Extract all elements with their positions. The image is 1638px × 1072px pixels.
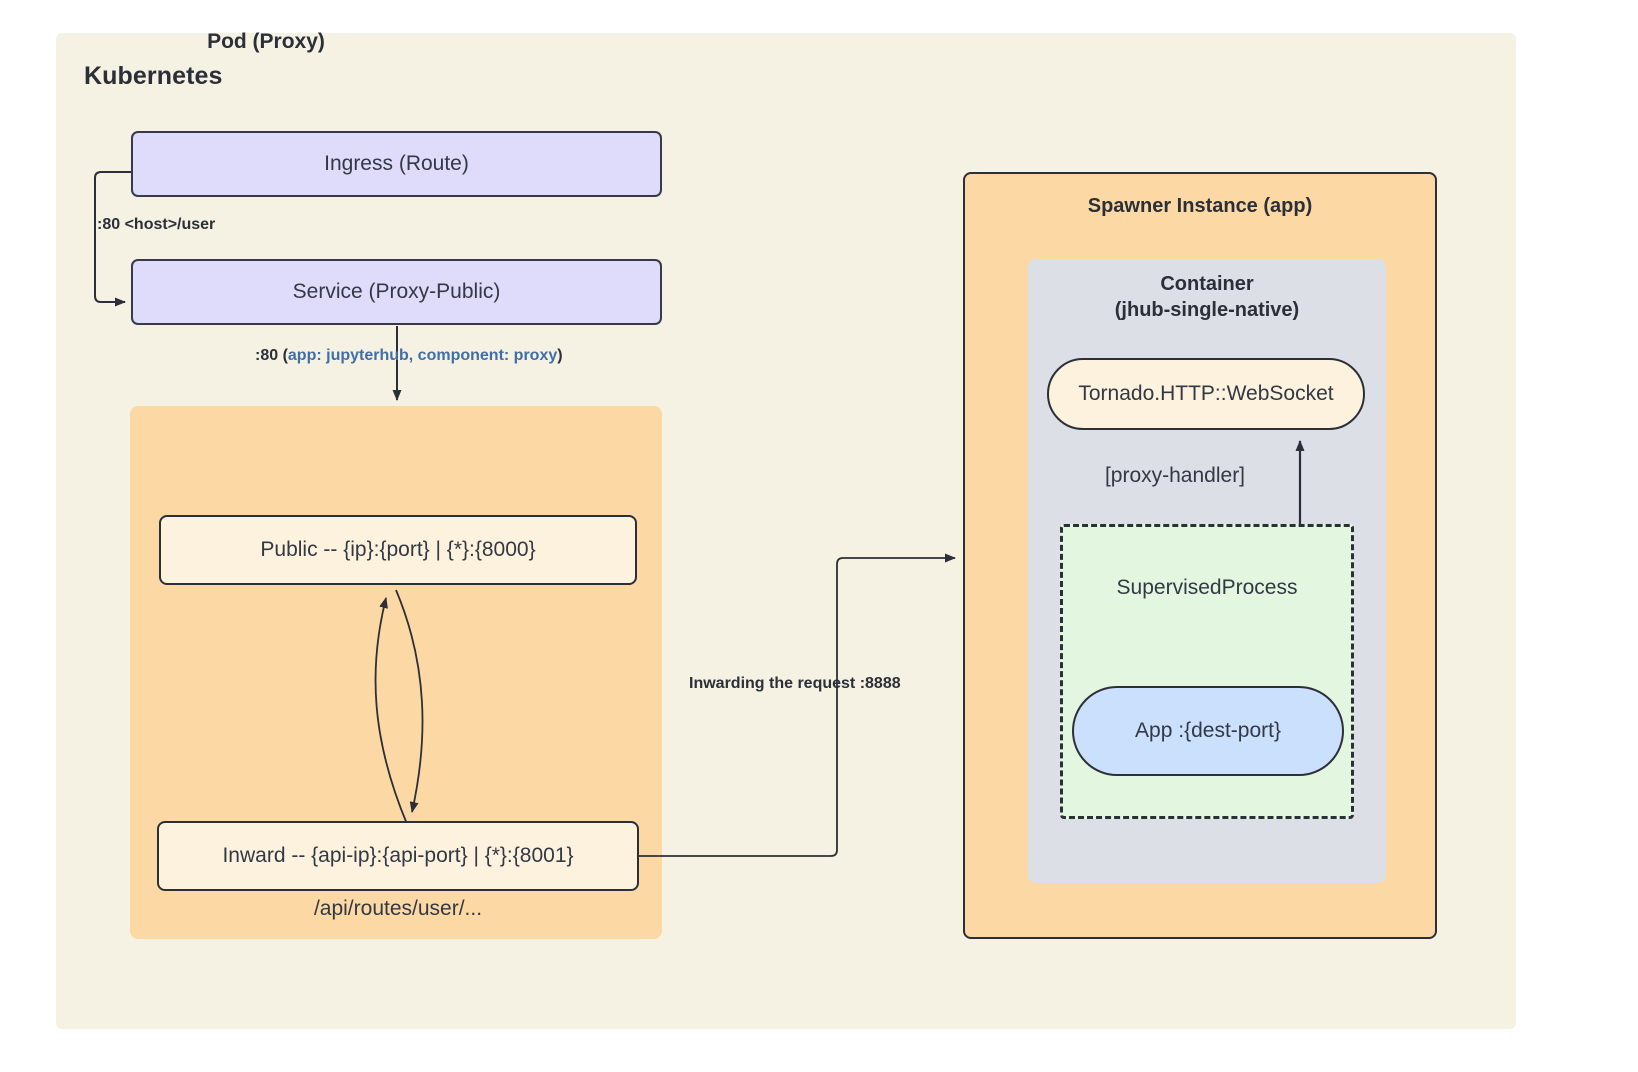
cluster-supervised-process-label: SupervisedProcess bbox=[1116, 576, 1298, 599]
cluster-kubernetes-label: Kubernetes bbox=[84, 62, 223, 90]
edge-label-service-to-pod: :80 (app: jupyterhub, component: proxy) bbox=[255, 347, 563, 365]
node-service-proxy-public[interactable]: Service (Proxy-Public) bbox=[131, 259, 662, 325]
node-tornado-websocket[interactable]: Tornado.HTTP::WebSocket bbox=[1047, 358, 1365, 430]
node-inward-endpoint[interactable]: Inward -- {api-ip}:{api-port} | {*}:{800… bbox=[157, 821, 639, 891]
edge-label-ingress-to-service: :80 <host>/user bbox=[97, 216, 216, 233]
edge-label-port-suffix: ) bbox=[557, 347, 563, 364]
edge-label-port-prefix: :80 ( bbox=[255, 347, 288, 364]
cluster-container-label-line2: (jhub-single-native) bbox=[1114, 299, 1300, 321]
edge-label-selector: app: jupyterhub, component: proxy bbox=[287, 347, 558, 364]
edge-label-inward-to-spawner: Inwarding the request :8888 bbox=[689, 675, 901, 692]
cluster-spawner-instance-label: Spawner Instance (app) bbox=[1087, 195, 1313, 217]
cluster-container-label: Container (jhub-single-native) bbox=[1028, 271, 1386, 323]
node-app-dest-port[interactable]: App :{dest-port} bbox=[1072, 686, 1344, 776]
node-ingress[interactable]: Ingress (Route) bbox=[131, 131, 662, 197]
cluster-pod-proxy-label: Pod (Proxy) bbox=[207, 30, 325, 53]
node-public-endpoint[interactable]: Public -- {ip}:{port} | {*}:{8000} bbox=[159, 515, 637, 585]
edge-label-proxy-handler: [proxy-handler] bbox=[1104, 464, 1246, 487]
node-api-routes-label: /api/routes/user/... bbox=[313, 897, 483, 920]
cluster-container-label-line1: Container bbox=[1160, 273, 1254, 295]
